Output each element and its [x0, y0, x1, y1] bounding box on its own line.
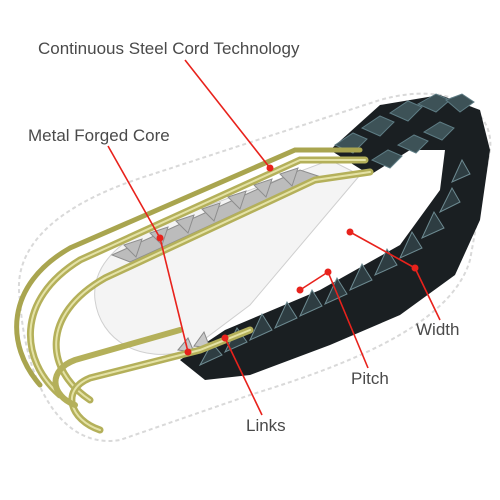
dot-metal-core	[156, 234, 164, 242]
dot-width-a	[346, 228, 354, 236]
callout-line-pitch-2	[327, 271, 369, 369]
steel-cords	[14, 147, 374, 434]
label-metal-core: Metal Forged Core	[28, 126, 170, 145]
metal-forged-core	[110, 167, 320, 263]
callout-line-width	[349, 231, 416, 269]
callout-line-width-2	[414, 267, 441, 321]
dot-core-front	[184, 348, 192, 356]
outer-silhouette	[17, 92, 492, 442]
callout-line-pitch	[299, 271, 329, 291]
dot-width-b	[411, 264, 419, 272]
callout-dots	[156, 164, 419, 356]
dot-links	[221, 334, 229, 342]
tread-lugs-bottom	[198, 158, 471, 367]
label-width: Width	[416, 320, 460, 339]
callout-line-metal-core	[107, 145, 161, 239]
label-pitch: Pitch	[351, 369, 389, 388]
label-steel-cord: Continuous Steel Cord Technology	[38, 39, 300, 58]
dot-pitch-b	[324, 268, 332, 276]
dot-steel-cord	[266, 164, 274, 172]
dot-pitch-a	[296, 286, 304, 294]
callout-line-links	[224, 337, 263, 416]
callout-lines	[107, 59, 441, 416]
callout-line-steel-cord	[184, 59, 271, 169]
label-links: Links	[246, 416, 286, 435]
callout-line-metal-core-2	[159, 237, 189, 353]
